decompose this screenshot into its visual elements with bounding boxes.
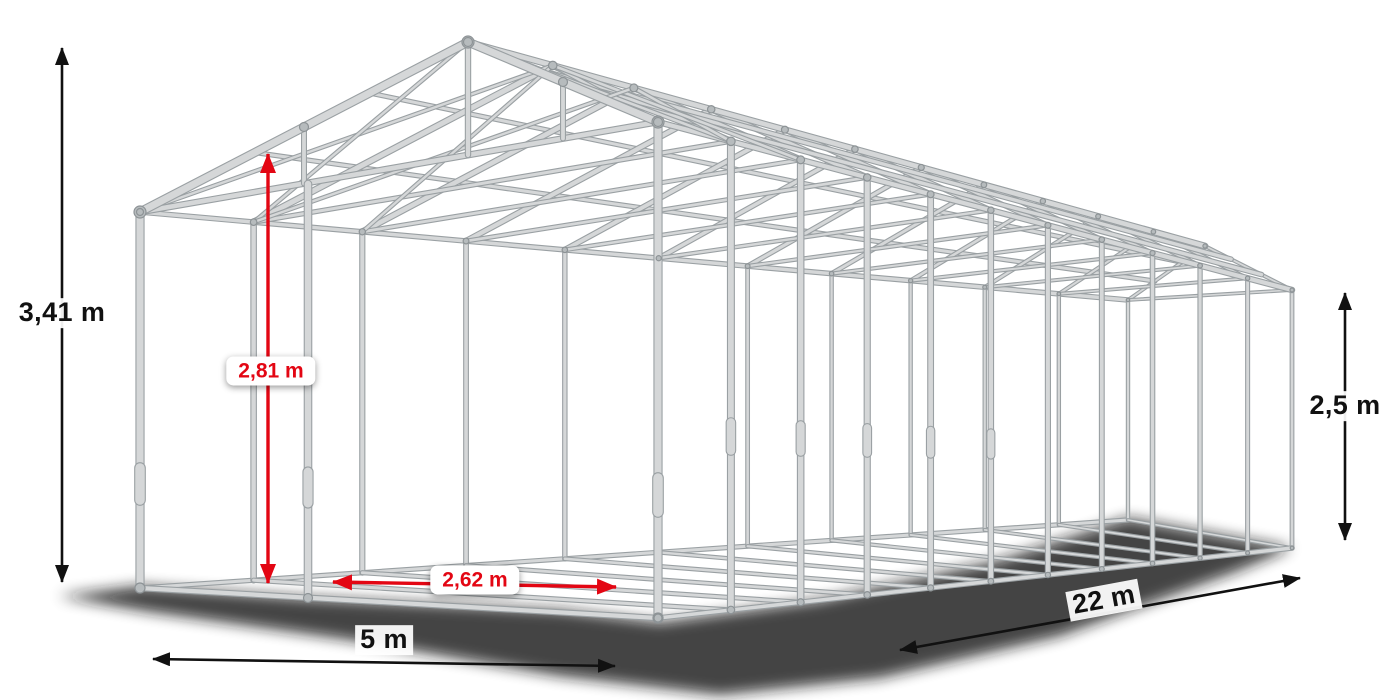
frame-member bbox=[463, 107, 714, 244]
frame-member bbox=[138, 64, 554, 214]
frame-member bbox=[551, 64, 802, 162]
dimension-label-entrance-height: 2,81 m bbox=[226, 356, 316, 386]
frame-member bbox=[252, 86, 636, 224]
frame-member bbox=[830, 238, 1103, 275]
frame-member bbox=[919, 165, 1050, 227]
frame-joint bbox=[1056, 291, 1062, 297]
frame-joint bbox=[652, 116, 664, 128]
frame-member bbox=[252, 40, 470, 224]
frame-member bbox=[830, 539, 1103, 571]
frame-joint bbox=[358, 228, 366, 236]
frame-joint bbox=[629, 83, 639, 93]
frame-joint bbox=[561, 246, 569, 254]
frame-joint bbox=[557, 76, 569, 88]
frame-joint bbox=[1149, 249, 1156, 257]
frame-joint bbox=[547, 60, 558, 71]
frame-joint bbox=[1245, 550, 1251, 556]
dimension-label-entrance-width: 2,62 m bbox=[430, 565, 520, 595]
frame-joint bbox=[1098, 236, 1106, 243]
frame-joint bbox=[863, 591, 872, 599]
frame-member bbox=[983, 264, 1201, 289]
frame-joint bbox=[298, 121, 310, 133]
frame-member bbox=[782, 127, 933, 197]
frame-member bbox=[465, 39, 1208, 249]
frame-joint bbox=[1244, 275, 1251, 282]
frame-member bbox=[137, 119, 661, 215]
frame-joint bbox=[907, 277, 914, 284]
frame-member bbox=[655, 119, 1295, 293]
width-arrow bbox=[152, 652, 616, 673]
frame-member bbox=[137, 585, 661, 621]
frame-joint bbox=[1095, 213, 1102, 220]
frame-member bbox=[853, 147, 993, 212]
frame-member bbox=[251, 62, 556, 225]
frame-joint bbox=[1039, 197, 1047, 205]
frame-joint bbox=[780, 125, 789, 134]
frame-joint bbox=[926, 190, 935, 199]
frame-joint bbox=[1289, 545, 1295, 551]
frame-member bbox=[657, 209, 993, 260]
frame-joint bbox=[1044, 221, 1052, 229]
frame-joint bbox=[655, 255, 662, 262]
frame-joint bbox=[980, 181, 988, 189]
frame-joint bbox=[1197, 262, 1204, 269]
frame-joint bbox=[135, 207, 145, 217]
frame-joint bbox=[1150, 228, 1157, 235]
frame-joint bbox=[987, 206, 995, 214]
frame-joint bbox=[134, 582, 146, 594]
frame-joint bbox=[1044, 571, 1052, 579]
frame-joint bbox=[726, 136, 736, 147]
frame-joint bbox=[744, 263, 751, 270]
frame-joint bbox=[796, 155, 806, 165]
frame-member bbox=[360, 85, 637, 235]
frame-member bbox=[1041, 199, 1154, 255]
frame-joint bbox=[1149, 560, 1156, 567]
frame-member bbox=[1127, 519, 1293, 549]
frame-member bbox=[1127, 289, 1293, 301]
frame-joint bbox=[828, 270, 835, 277]
frame-joint bbox=[1289, 287, 1295, 293]
frame-joint bbox=[862, 173, 872, 182]
frame-joint bbox=[249, 218, 258, 227]
steel-frame bbox=[133, 35, 1296, 624]
frame-joint bbox=[926, 584, 935, 592]
frame-joint bbox=[796, 598, 805, 607]
frame-member bbox=[361, 64, 554, 234]
frame-member bbox=[709, 107, 870, 180]
frame-member bbox=[909, 533, 1154, 565]
frame-member bbox=[982, 183, 1104, 242]
frame-joint bbox=[1125, 297, 1131, 303]
frame-joint bbox=[462, 36, 474, 48]
frame-member bbox=[983, 528, 1201, 560]
frame-joint bbox=[1098, 565, 1105, 573]
frame-joint bbox=[851, 145, 859, 153]
dimension-label-width: 5 m bbox=[355, 624, 413, 655]
frame-joint bbox=[653, 613, 663, 623]
frame-joint bbox=[917, 163, 925, 172]
frame-joint bbox=[987, 577, 995, 585]
frame-joint bbox=[1202, 243, 1208, 249]
frame-joint bbox=[706, 105, 716, 114]
frame-member bbox=[562, 127, 787, 252]
frame-member bbox=[253, 151, 1157, 283]
frame-joint bbox=[726, 605, 736, 615]
frame-joint bbox=[462, 237, 470, 245]
frame-joint bbox=[1197, 555, 1203, 561]
frame-joint bbox=[302, 592, 314, 604]
frame-member bbox=[909, 252, 1154, 282]
dimension-label-total-height: 3,41 m bbox=[13, 297, 111, 328]
frame-member bbox=[252, 139, 733, 224]
dimension-label-side-height: 2,5 m bbox=[1304, 390, 1386, 421]
frame-joint bbox=[982, 284, 988, 290]
